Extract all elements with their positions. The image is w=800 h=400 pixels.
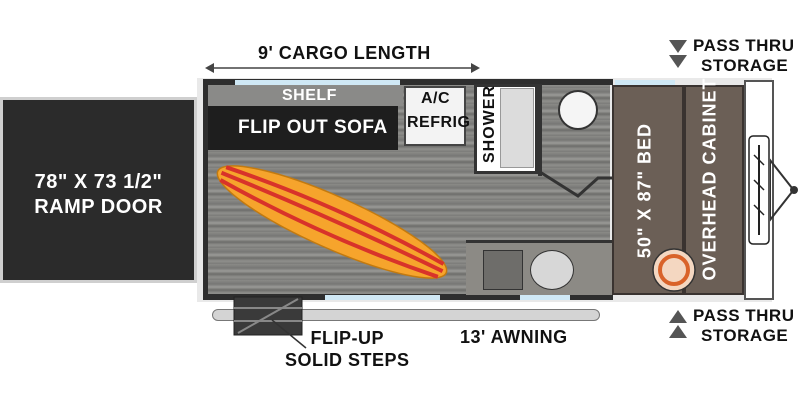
sofa-label: FLIP OUT SOFA xyxy=(238,117,388,138)
wall-top xyxy=(203,79,613,85)
awning-label: 13' AWNING xyxy=(460,327,568,347)
stove-icon xyxy=(483,250,523,290)
hitch-icon xyxy=(770,158,798,222)
window-bottom-right xyxy=(520,295,570,300)
wall-left xyxy=(203,79,208,300)
ac-refrigerator xyxy=(404,86,466,146)
window-bottom-left xyxy=(325,295,440,300)
pass-thru-top-label: PASS THRU STORAGE xyxy=(693,36,794,76)
bathroom-wall xyxy=(538,84,542,176)
overhead-cabinet xyxy=(684,85,744,295)
cargo-length-dimension xyxy=(205,63,480,73)
pass-thru-top-line1: PASS THRU xyxy=(693,36,795,55)
pass-thru-bottom-line2: STORAGE xyxy=(701,326,789,345)
pass-thru-bottom-line1: PASS THRU xyxy=(693,306,795,325)
surfboard-icon xyxy=(216,165,448,279)
flip-up-line1: FLIP-UP xyxy=(310,328,385,348)
cargo-length-label: 9' CARGO LENGTH xyxy=(258,43,431,63)
shower-label: SHOWER xyxy=(481,85,498,163)
window-top-right xyxy=(615,80,675,85)
bathroom-partition xyxy=(539,170,612,198)
ac-label: A/C xyxy=(421,90,451,107)
flip-up-line2: SOLID STEPS xyxy=(285,350,410,370)
double-arrow-icon xyxy=(669,310,687,338)
sink-icon xyxy=(530,250,574,290)
window-top-left xyxy=(235,80,400,85)
shelf xyxy=(208,86,403,106)
pass-thru-bottom-label: PASS THRU STORAGE xyxy=(693,306,794,346)
awning xyxy=(212,309,600,321)
round-table-icon xyxy=(652,248,696,292)
ramp-door-size: 78" X 73 1/2" xyxy=(34,171,163,193)
double-arrow-icon xyxy=(669,40,687,68)
steps-icon xyxy=(233,296,303,336)
ramp-door-text: RAMP DOOR xyxy=(34,196,163,218)
toilet-icon xyxy=(558,90,598,130)
ramp-door-label: 78" X 73 1/2" RAMP DOOR xyxy=(0,170,197,220)
bed xyxy=(612,85,684,295)
brand-logo xyxy=(748,135,770,245)
overhead-cabinet-label: OVERHEAD CABINET xyxy=(699,77,720,281)
ramp-door xyxy=(0,97,197,283)
shelf-label: SHELF xyxy=(282,87,337,104)
flip-up-steps-label: FLIP-UP SOLID STEPS xyxy=(285,327,410,371)
refrig-label: REFRIG xyxy=(407,114,471,131)
steps-leader-line xyxy=(271,319,307,349)
shower-tray xyxy=(500,88,534,168)
flip-out-sofa xyxy=(208,106,398,150)
pass-thru-top-line2: STORAGE xyxy=(701,56,789,75)
